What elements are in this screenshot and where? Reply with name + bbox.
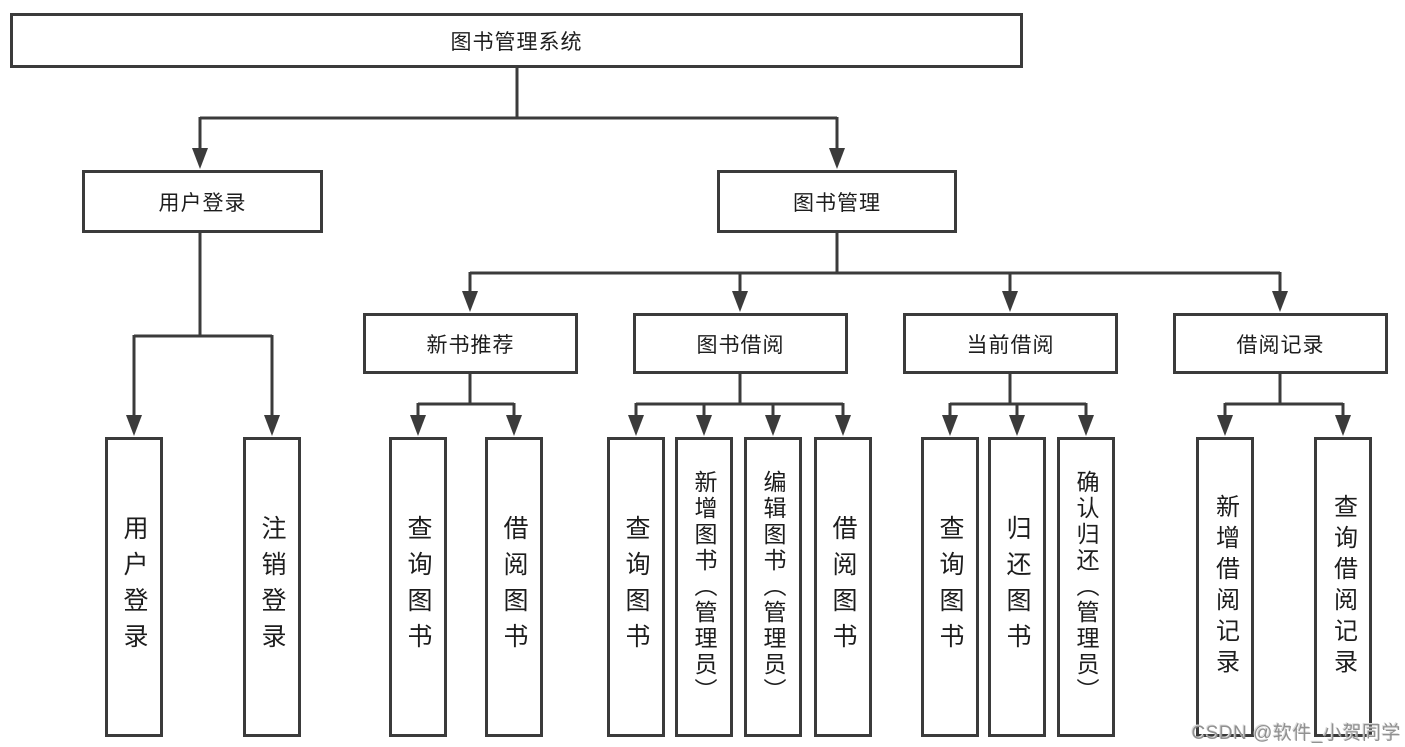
arrow-icon <box>462 291 478 312</box>
node-user-login-branch-label: 用户登录 <box>158 191 247 215</box>
node-book-management-branch: 图书管理 <box>717 170 957 233</box>
leaf-logout: 注销登录 <box>243 437 301 737</box>
leaf-user-login: 用户登录 <box>105 437 163 737</box>
arrow-icon <box>829 148 845 169</box>
leaf-confirm-return-admin: 确认归还（管理员） <box>1057 437 1115 737</box>
leaf-query-book-recommend: 查询图书 <box>389 437 447 737</box>
arrow-icon <box>1009 415 1025 436</box>
leaf-add-borrow-record: 新增借阅记录 <box>1196 437 1254 737</box>
csdn-watermark: CSDN @软件_小贺同学 <box>1191 723 1401 744</box>
leaf-add-book-admin: 新增图书（管理员） <box>675 437 733 737</box>
leaf-return-book-label: 归还图书 <box>1003 515 1031 659</box>
arrow-icon <box>264 415 280 436</box>
arrow-icon <box>835 415 851 436</box>
leaf-user-login-label: 用户登录 <box>120 515 148 659</box>
arrow-icon <box>410 415 426 436</box>
leaf-query-borrow-record: 查询借阅记录 <box>1314 437 1372 737</box>
node-new-book-recommend-label: 新书推荐 <box>426 333 515 357</box>
arrow-icon <box>942 415 958 436</box>
leaf-borrow-book-recommend: 借阅图书 <box>485 437 543 737</box>
leaf-query-borrow-record-label: 查询借阅记录 <box>1329 494 1357 680</box>
node-book-borrow-label: 图书借阅 <box>696 333 785 357</box>
node-borrow-records: 借阅记录 <box>1173 313 1388 374</box>
connector-root-to-level2 <box>192 68 845 169</box>
arrow-icon <box>1078 415 1094 436</box>
leaf-add-book-admin-label: 新增图书（管理员） <box>691 470 717 704</box>
node-current-borrow: 当前借阅 <box>903 313 1118 374</box>
connector-borrow-records-to-leaves <box>1217 374 1351 436</box>
leaf-query-book-current: 查询图书 <box>921 437 979 737</box>
connector-book-management-to-level3 <box>462 233 1288 312</box>
leaf-edit-book-admin: 编辑图书（管理员） <box>744 437 802 737</box>
arrow-icon <box>732 291 748 312</box>
arrow-icon <box>628 415 644 436</box>
leaf-query-book-recommend-label: 查询图书 <box>404 515 432 659</box>
leaf-add-borrow-record-label: 新增借阅记录 <box>1211 494 1239 680</box>
leaf-logout-label: 注销登录 <box>258 515 286 659</box>
leaf-return-book: 归还图书 <box>988 437 1046 737</box>
leaf-borrow-book-recommend-label: 借阅图书 <box>500 515 528 659</box>
arrow-icon <box>1272 291 1288 312</box>
node-root-system: 图书管理系统 <box>10 13 1023 68</box>
arrow-icon <box>1217 415 1233 436</box>
node-root-system-label: 图书管理系统 <box>450 30 583 54</box>
node-book-borrow: 图书借阅 <box>633 313 848 374</box>
leaf-query-book-borrow: 查询图书 <box>607 437 665 737</box>
connector-book-borrow-to-leaves <box>628 374 851 436</box>
arrow-icon <box>126 415 142 436</box>
connector-user-login-to-leaves <box>126 233 280 436</box>
arrow-icon <box>765 415 781 436</box>
connector-current-borrow-to-leaves <box>942 374 1094 436</box>
arrow-icon <box>1002 291 1018 312</box>
leaf-borrow-book-2: 借阅图书 <box>814 437 872 737</box>
node-current-borrow-label: 当前借阅 <box>966 333 1055 357</box>
leaf-confirm-return-admin-label: 确认归还（管理员） <box>1073 470 1099 704</box>
node-new-book-recommend: 新书推荐 <box>363 313 578 374</box>
arrow-icon <box>1335 415 1351 436</box>
node-user-login-branch: 用户登录 <box>82 170 323 233</box>
node-borrow-records-label: 借阅记录 <box>1236 333 1325 357</box>
arrow-icon <box>192 148 208 169</box>
leaf-query-book-borrow-label: 查询图书 <box>622 515 650 659</box>
leaf-edit-book-admin-label: 编辑图书（管理员） <box>760 470 786 704</box>
arrow-icon <box>696 415 712 436</box>
leaf-query-book-current-label: 查询图书 <box>936 515 964 659</box>
node-book-management-branch-label: 图书管理 <box>793 191 881 215</box>
arrow-icon <box>506 415 522 436</box>
leaf-borrow-book-2-label: 借阅图书 <box>829 515 857 659</box>
connector-new-book-recommend-to-leaves <box>410 374 522 436</box>
